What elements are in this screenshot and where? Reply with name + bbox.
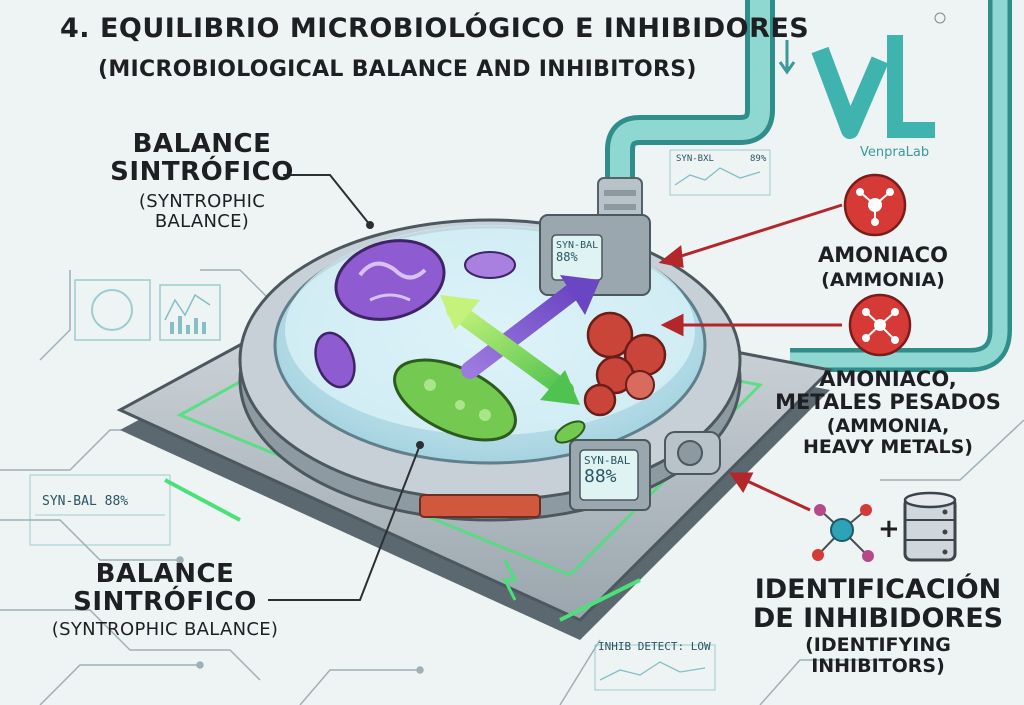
ammonia-en: (AMMONIA) <box>821 268 945 291</box>
syntrophic-top-en-1: (SYNTROPHIC <box>138 191 266 213</box>
synbal-screen-front: SYN-BAL 88% <box>584 454 631 488</box>
exchange-arrows <box>440 275 600 405</box>
purple-bacterium-small <box>314 331 356 389</box>
database-icon <box>903 491 957 562</box>
panel-top-readout-b: 89% <box>750 154 767 164</box>
ammonia-es: AMONIACO <box>818 243 948 267</box>
supply-pipe <box>597 0 1012 372</box>
synbal-screen-top-line2: 88% <box>556 250 578 264</box>
background-panels <box>29 149 771 691</box>
network-icon <box>812 504 874 562</box>
inhib-detect-readout: INHIB DETECT: LOW <box>598 640 711 653</box>
syntrophic-top-es-1: BALANCE <box>132 129 272 159</box>
syntrophic-top-en-2: BALANCE) <box>154 210 250 232</box>
syntrophic-bottom-es-1: BALANCE <box>95 559 235 589</box>
metals-es-1: AMONIACO, <box>819 367 957 391</box>
purple-bacterium-tiny <box>464 251 516 279</box>
panel-top-readout-a: SYN-BXL <box>676 154 714 164</box>
metals-es-2: METALES PESADOS <box>775 389 1001 414</box>
syntrophic-bottom-en: (SYNTROPHIC BALANCE) <box>51 619 279 641</box>
metals-en-2: HEAVY METALS) <box>803 435 973 458</box>
ammonia-label: AMONIACO (AMMONIA) <box>808 244 958 290</box>
title-spanish: 4. EQUILIBRIO MICROBIOLÓGICO E INHIBIDOR… <box>60 13 810 44</box>
green-bacterium-small <box>554 420 586 444</box>
synbal-readout-left: SYN-BAL 88% <box>42 494 129 509</box>
inhibitors-en: (IDENTIFYING INHIBITORS) <box>805 634 951 677</box>
syntrophic-top-es-2: SINTRÓFICO <box>110 157 294 188</box>
synbal-screen-top-line1: SYN-BAL <box>556 240 599 251</box>
leader-lines <box>268 174 424 601</box>
synbal-screen-front-line1: SYN-BAL <box>584 454 631 467</box>
plus-icon: + <box>878 514 900 544</box>
syntrophic-label-top: BALANCE SINTRÓFICO (SYNTROPHIC BALANCE) <box>102 130 302 231</box>
inhibitors-es-2: DE INHIBIDORES <box>752 603 1004 635</box>
synbal-screen-top: SYN-BAL 88% <box>556 240 598 264</box>
vl-logo-icon <box>811 12 946 139</box>
logo-text: VenpraLab <box>860 145 930 160</box>
inhibitors-label: IDENTIFICACIÓN DE INHIBIDORES (IDENTIFYI… <box>738 575 1018 676</box>
heavy-metal-molecule-icon <box>848 293 912 357</box>
purple-bacterium-large <box>334 239 446 321</box>
red-pointer-arrows <box>658 203 843 512</box>
synbal-screen-front-line2: 88% <box>584 466 617 488</box>
metals-label: AMONIACO, METALES PESADOS (AMMONIA, HEAV… <box>768 368 1008 457</box>
red-bacteria-cluster <box>583 311 667 417</box>
metals-en-1: (AMMONIA, <box>826 415 950 438</box>
ammonia-molecule-icon <box>843 173 907 237</box>
title-english: (MICROBIOLOGICAL BALANCE AND INHIBITORS) <box>98 57 697 82</box>
syntrophic-bottom-es-2: SINTRÓFICO <box>73 587 257 618</box>
syntrophic-label-bottom: BALANCE SINTRÓFICO (SYNTROPHIC BALANCE) <box>40 560 290 640</box>
inhibitors-es-1: IDENTIFICACIÓN <box>754 574 1002 605</box>
